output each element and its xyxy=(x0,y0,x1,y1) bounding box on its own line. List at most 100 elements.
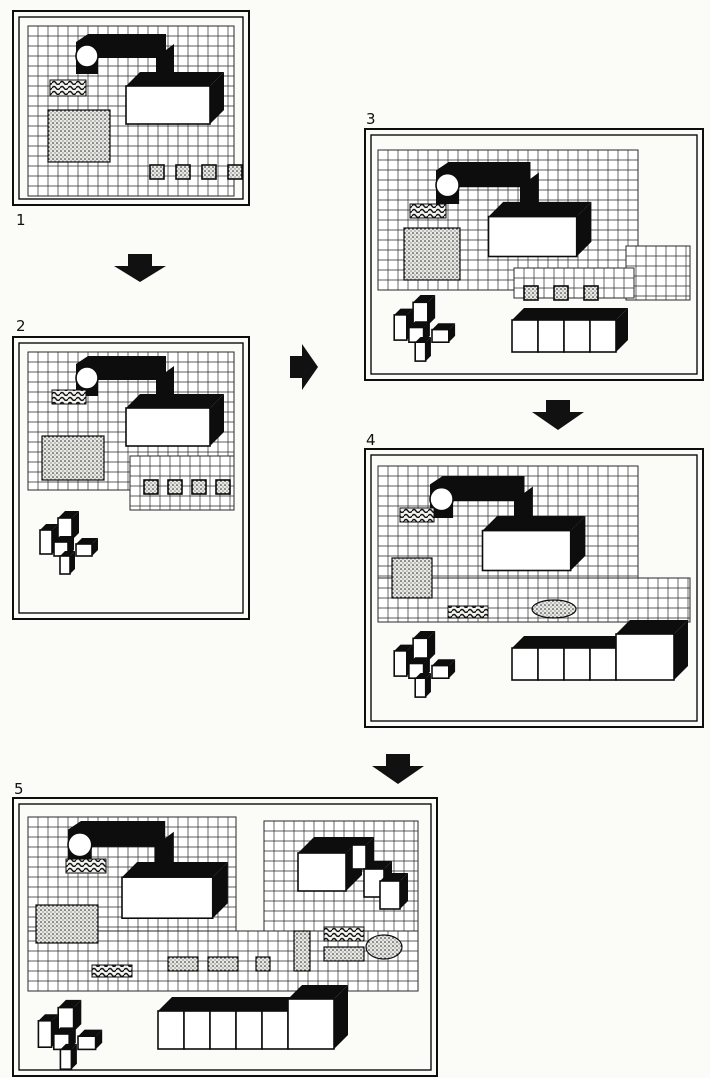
p5-dotted-tile-4 xyxy=(293,930,311,972)
p4-large-cube-front xyxy=(615,633,675,681)
arrow-down-icon-3 xyxy=(372,754,424,784)
p2-machine-hub xyxy=(75,366,99,390)
p4-figurine-cube-e-side xyxy=(425,672,431,698)
p4-machine-hub xyxy=(429,486,454,512)
p5-figurine-cube-d-front xyxy=(77,1035,97,1051)
p5-right-cube-a-top xyxy=(352,837,374,845)
p4-cube-row-cell-4 xyxy=(589,647,617,681)
p5-right-cube-c-side xyxy=(400,873,408,909)
grid-lines xyxy=(378,578,690,622)
p1-machine-block-side xyxy=(210,72,224,124)
p3-machine-hub xyxy=(435,172,460,198)
p3-figurine-cube-e-side xyxy=(425,336,431,362)
p5-dotted-tile-5 xyxy=(323,946,365,962)
p5-machine-block-front xyxy=(121,876,214,920)
p4-figurine-cube-d-top xyxy=(432,659,456,666)
p2-wavy-patch xyxy=(51,389,87,405)
panel-3 xyxy=(364,128,704,381)
panel-inner-frame xyxy=(370,134,698,375)
p2-figurine-cube-d-side xyxy=(92,538,98,556)
p4-figurine-cube-c-top xyxy=(408,657,430,664)
arrow-right-icon xyxy=(290,344,318,390)
p3-machine-block-front xyxy=(487,215,578,258)
p5-cube-row-cell-4 xyxy=(235,1010,263,1050)
p5-figurine-cube-d-side xyxy=(95,1029,103,1050)
p5-cube-row-cell-3 xyxy=(209,1010,237,1050)
p2-chip-2 xyxy=(167,479,183,495)
p2-chip-3 xyxy=(191,479,207,495)
p4-cube-row-cell-1 xyxy=(511,647,539,681)
p1-machine-block-top xyxy=(126,72,224,86)
p5-cube-row-cell-2 xyxy=(183,1010,211,1050)
p5-wavy-patch-right xyxy=(323,926,365,942)
p2-figurine-cube-b-front xyxy=(39,529,53,555)
p3-machine-arm xyxy=(436,162,539,215)
p2-figurine-cube-d-top xyxy=(76,538,98,544)
p1-wavy-patch xyxy=(49,79,87,97)
p4-cube-row-cell-3 xyxy=(563,647,591,681)
p5-dotted-tile-3 xyxy=(255,956,271,972)
p2-figurine-cube-e-front xyxy=(59,555,71,575)
p5-dotted-blob xyxy=(365,934,403,960)
p5-figurine-cube-c-top xyxy=(53,1027,76,1034)
p2-chip-1 xyxy=(143,479,159,495)
p1-machine-hub xyxy=(75,44,99,68)
p2-figurine-cube-d-front xyxy=(75,543,93,557)
p1-machine-block-front xyxy=(125,85,211,125)
panel-inner-frame xyxy=(18,16,244,200)
p5-cube-row-cell-1 xyxy=(157,1010,185,1050)
panel-label-5: 5 xyxy=(14,780,24,798)
p5-wavy-strip xyxy=(91,964,133,978)
p3-cube-row-cell-1 xyxy=(511,319,539,353)
p3-figurine-cube-c-top xyxy=(408,321,430,328)
p3-machine-block-top xyxy=(488,201,592,217)
p3-figurine-cube-e-top xyxy=(415,336,431,343)
p2-machine-block-side xyxy=(210,394,224,446)
p4-figurine-cube-b-top xyxy=(394,644,414,651)
panel-inner-frame xyxy=(370,454,698,722)
p5-right-cube-c-front xyxy=(379,880,401,910)
p5-figurine-cube-e-side xyxy=(71,1043,77,1070)
panel-label-1: 1 xyxy=(16,211,26,229)
p5-machine-block-side xyxy=(212,862,228,919)
p5-figurine-cube-a-side xyxy=(73,999,82,1032)
p2-figurine-cube-e-side xyxy=(70,551,75,574)
p1-chip-3 xyxy=(201,164,217,180)
p4-dotted-blob xyxy=(531,599,577,619)
p2-chip-4 xyxy=(215,479,231,495)
p5-figurine-cube-b-front xyxy=(37,1020,53,1049)
p5-right-cube-b-top xyxy=(364,861,392,869)
p5-large-cube-side xyxy=(334,985,348,1049)
p5-right-block-top xyxy=(298,837,362,853)
p4-figurine-cube-e-top xyxy=(415,672,431,679)
p4-machine-arm xyxy=(430,476,533,529)
p5-large-cube-front xyxy=(287,998,335,1050)
p4-figurine-cube-a-side xyxy=(427,630,436,662)
panel-inner-frame xyxy=(18,803,432,1071)
p3-cube-row-top xyxy=(512,308,628,320)
p3-dotted-area xyxy=(403,227,461,281)
p1-dotted-area xyxy=(47,109,111,163)
arrow-down-icon-1 xyxy=(114,254,166,282)
p5-dotted-tile-1 xyxy=(167,956,199,972)
p4-cube-row-cell-2 xyxy=(537,647,565,681)
p3-cube-row-cell-3 xyxy=(563,319,591,353)
p3-cube-row-cell-4 xyxy=(589,319,617,353)
p1-chip-1 xyxy=(149,164,165,180)
panel-2 xyxy=(12,336,250,620)
p5-machine-block-top xyxy=(122,862,228,878)
panel-4 xyxy=(364,448,704,728)
p3-figurine-cube-a-side xyxy=(427,294,436,326)
p5-dotted-area xyxy=(35,904,99,944)
p2-machine-block-top xyxy=(126,394,224,408)
p4-cube-row-top xyxy=(512,636,628,648)
p5-cube-row-cell-5 xyxy=(261,1010,289,1050)
p3-figurine-cube-d-front xyxy=(431,328,450,344)
p3-figurine-cube-b-top xyxy=(394,308,414,315)
p2-machine-arm xyxy=(76,356,174,406)
p2-dotted-area xyxy=(41,435,105,481)
p4-figurine-cube-b-front xyxy=(393,650,408,677)
p4-large-cube-top xyxy=(616,620,688,634)
p1-chip-4 xyxy=(227,164,243,180)
p3-chip-2 xyxy=(553,285,569,301)
